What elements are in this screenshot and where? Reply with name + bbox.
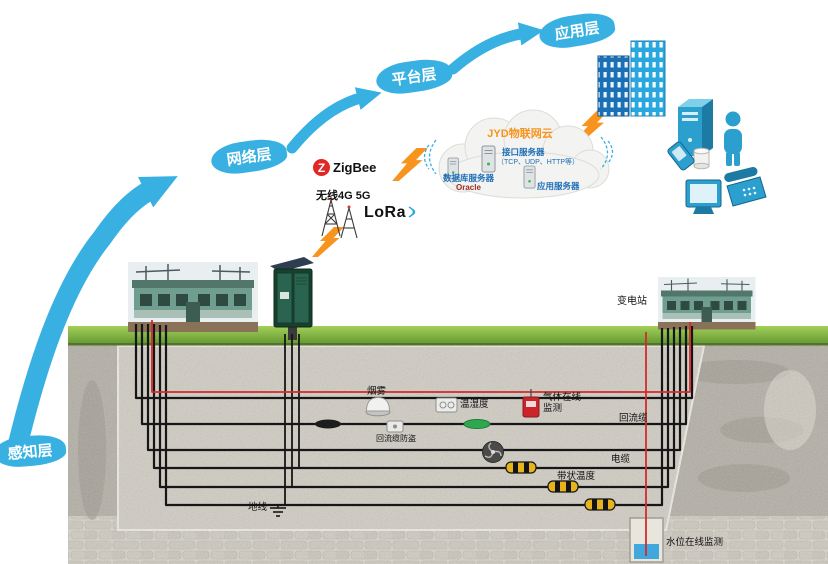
cable-joint-green-icon [463, 419, 491, 429]
iot-cloud [423, 109, 614, 199]
zigbee-icon: Z [313, 159, 330, 176]
temp-humidity-sensor-icon [435, 397, 458, 413]
cellular-label: 无线4G 5G [316, 190, 371, 202]
server-icon [523, 165, 536, 189]
return-cable-label: 回流缆 [619, 413, 648, 424]
zigbee-logo: Z ZigBee [313, 159, 376, 176]
cabinet-risers [284, 334, 300, 505]
power-cables [134, 324, 694, 507]
cable-joint-striped-icon [584, 498, 616, 511]
fan-icon [482, 441, 504, 463]
arrow-platform-to-application [447, 22, 544, 75]
cable-joint-striped-icon [547, 480, 579, 493]
lightning-icon [392, 148, 428, 181]
sensors [315, 389, 616, 511]
signal-arcs-icon [423, 136, 614, 175]
layer-flow-arrows [6, 22, 544, 462]
arrow-perception-to-network [6, 176, 178, 462]
control-cabinet [270, 257, 314, 340]
return-cables [151, 320, 691, 556]
smoke-detector-icon [365, 396, 391, 417]
water-level-label: 水位在线监测 [666, 537, 724, 548]
telephone-icon [724, 166, 767, 207]
person-icon [724, 111, 742, 166]
lora-logo: LoRa [364, 204, 419, 222]
gas-monitor-label: 气体在线监测 [543, 392, 582, 415]
mobile-phone-icon [667, 141, 695, 171]
cloud-title: JYD物联网云 [487, 128, 553, 140]
earth-ground-symbol-icon [270, 505, 286, 517]
database-name-label: Oracle [456, 183, 481, 192]
monitor-icon [685, 179, 722, 214]
ground-wire-label: 地线 [248, 502, 268, 513]
power-cable-label: 电缆 [611, 454, 631, 465]
substation-label: 变电站 [617, 296, 647, 307]
substation-left [127, 261, 259, 333]
lora-label: LoRa [364, 204, 406, 221]
server-icon [481, 145, 496, 173]
computer-tower-icon [678, 99, 713, 156]
smoke-label: 烟雾 [367, 386, 387, 397]
antitheft-sensor-icon [386, 420, 404, 433]
temp-humidity-label: 温湿度 [460, 399, 489, 410]
cable-joint-striped-icon [505, 461, 537, 474]
substation-right [657, 276, 757, 331]
zigbee-label: ZigBee [333, 160, 377, 175]
ribbon-temperature-label: 带状温度 [557, 471, 596, 482]
interface-protocols-label: （TCP、UDP、HTTP等） [497, 159, 580, 166]
gas-sensor-icon [522, 389, 540, 418]
ground-cross-section [68, 326, 828, 564]
canister-icon [693, 147, 710, 170]
antenna-towers-icon [321, 197, 358, 239]
cable-joint-dark-icon [315, 419, 341, 429]
cables [134, 320, 694, 556]
antitheft-label: 回流缆防盗 [376, 434, 416, 443]
buildings-icon [597, 40, 666, 117]
interface-server-label: 接口服务器 [502, 147, 545, 157]
arrow-network-to-platform [286, 87, 382, 154]
database-server-label: 数据库服务器 [443, 173, 495, 183]
lora-signal-icon [408, 206, 416, 218]
app-server-label: 应用服务器 [537, 181, 580, 191]
